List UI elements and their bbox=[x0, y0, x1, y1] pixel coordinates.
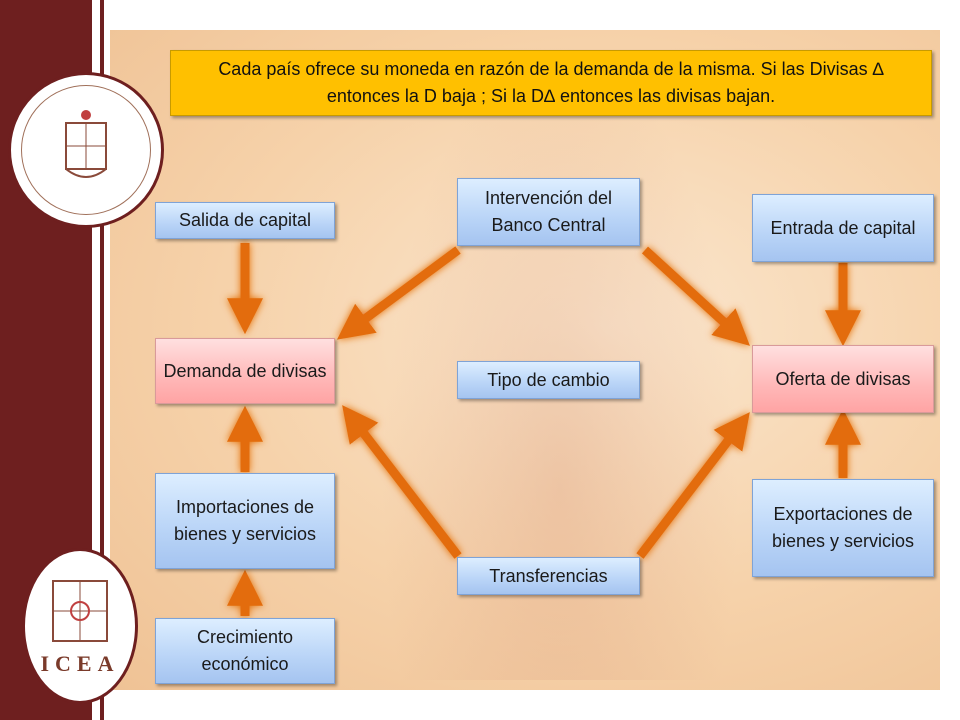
node-salida-de-capital: Salida de capital bbox=[155, 202, 335, 239]
left-thin-stripe bbox=[100, 0, 104, 720]
arrow-intervencion-to-demanda bbox=[336, 246, 461, 340]
node-tipo-de-cambio: Tipo de cambio bbox=[457, 361, 640, 399]
arrow-transferencias-to-oferta bbox=[636, 412, 750, 559]
seal-emblem-icon bbox=[65, 110, 107, 178]
icea-seal-logo: ICEA bbox=[22, 548, 138, 704]
seal-inner-ring bbox=[21, 85, 151, 215]
node-transferencias: Transferencias bbox=[457, 557, 640, 595]
arrow-intervencion-to-oferta bbox=[641, 246, 750, 346]
icea-emblem-icon bbox=[52, 580, 108, 642]
node-demanda-de-divisas: Demanda de divisas bbox=[155, 338, 335, 404]
icea-seal-text: ICEA bbox=[40, 651, 120, 676]
node-entrada-de-capital: Entrada de capital bbox=[752, 194, 934, 262]
node-importaciones: Importaciones de bienes y servicios bbox=[155, 473, 335, 569]
arrow-transferencias-to-demanda bbox=[342, 405, 462, 559]
node-intervencion-banco-central: Intervención del Banco Central bbox=[457, 178, 640, 246]
university-seal-logo bbox=[8, 72, 164, 228]
node-exportaciones: Exportaciones de bienes y servicios bbox=[752, 479, 934, 577]
title-banner: Cada país ofrece su moneda en razón de l… bbox=[170, 50, 932, 116]
node-oferta-de-divisas: Oferta de divisas bbox=[752, 345, 934, 413]
node-crecimiento-economico: Crecimiento económico bbox=[155, 618, 335, 684]
